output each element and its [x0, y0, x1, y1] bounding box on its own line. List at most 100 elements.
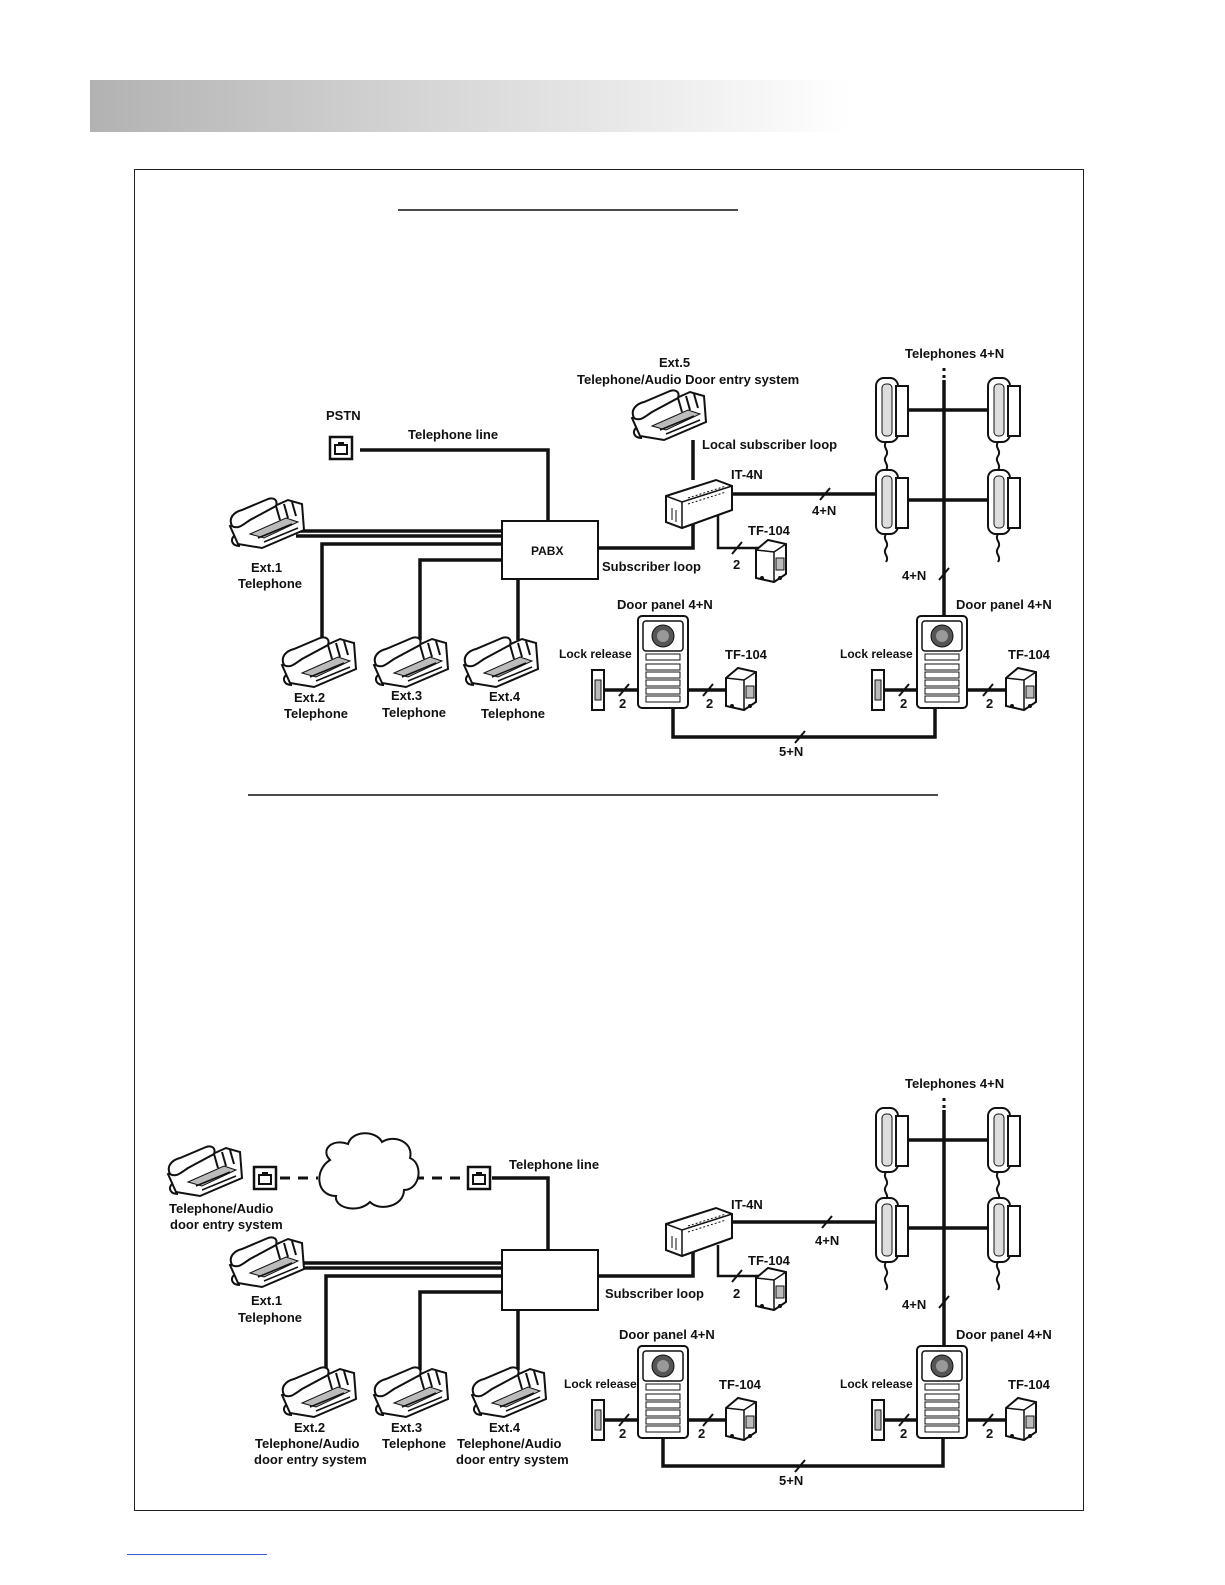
ext3-label: Ext.3	[391, 1420, 422, 1435]
diagram-1: Telephones 4+N Ext.5 Telephone/Audio Doo…	[229, 209, 1052, 796]
ext2-label: Ext.2	[294, 690, 325, 705]
door-panel-left-label: Door panel 4+N	[619, 1327, 715, 1342]
ext4-telephone-icon	[471, 1366, 547, 1418]
diagram-2: Telephones 4+N Telephone line Telephone/…	[167, 1076, 1052, 1488]
ext2-telephone-icon	[281, 1366, 357, 1418]
tf104-right-label: TF-104	[1008, 1377, 1051, 1392]
pstn-label: PSTN	[326, 408, 361, 423]
tf104-transformer-icon	[1005, 1397, 1037, 1441]
it4n-label: IT-4N	[731, 467, 763, 482]
wire-count-label: 2	[698, 1426, 705, 1441]
door-panel-left-label: Door panel 4+N	[617, 597, 713, 612]
telephones-label: Telephones 4+N	[905, 1076, 1004, 1091]
wire-count-label: 2	[986, 696, 993, 711]
ext5-label: Ext.5	[659, 355, 690, 370]
tf104-label: TF-104	[748, 1253, 791, 1268]
lock-release-left-label: Lock release	[564, 1377, 637, 1391]
ext1-telephone-icon	[229, 497, 305, 549]
internet-cloud-icon	[318, 1132, 420, 1210]
door-panel-right-label: Door panel 4+N	[956, 597, 1052, 612]
wall-handset-icon	[987, 1107, 1021, 1201]
wire-count-label: 2	[900, 1426, 907, 1441]
wire-count-label: 2	[733, 1286, 740, 1301]
ext1-label: Ext.1	[251, 560, 282, 575]
wall-handset-icon	[987, 1197, 1021, 1291]
pabx-label: PABX	[531, 544, 563, 558]
link-label: 5+N	[779, 744, 803, 759]
it4n-interface-icon	[665, 1207, 733, 1257]
ext5-telephone-icon	[631, 389, 707, 441]
ext4-sub-line-1: Telephone/Audio	[457, 1436, 562, 1451]
ext4-sub-line-2: door entry system	[456, 1452, 569, 1467]
ext3-sub-label: Telephone	[382, 1436, 446, 1451]
telephone-line-label: Telephone line	[408, 427, 498, 442]
wire-count-label: 2	[706, 696, 713, 711]
tf104-left-label: TF-104	[719, 1377, 762, 1392]
wall-handset-icon	[875, 1107, 909, 1201]
wall-handset-icon	[875, 469, 909, 563]
lock-release-icon	[591, 669, 605, 711]
pstn-socket-icon	[328, 435, 354, 461]
ext2-sub-label: Telephone	[284, 706, 348, 721]
wire-count-label: 2	[733, 557, 740, 572]
tf104-transformer-icon	[1005, 667, 1037, 711]
section-header-band	[90, 80, 850, 132]
ext3-telephone-icon	[373, 636, 449, 688]
lock-release-icon	[591, 1399, 605, 1441]
ext1-label: Ext.1	[251, 1293, 282, 1308]
ext1-telephone-icon	[229, 1236, 305, 1288]
link-label: 5+N	[779, 1473, 803, 1488]
riser-label: 4+N	[902, 1297, 926, 1312]
remote-label-line-1: Telephone/Audio	[169, 1201, 274, 1216]
lock-release-right-label: Lock release	[840, 647, 913, 661]
bus-label: 4+N	[815, 1233, 839, 1248]
remote-telephone-icon	[167, 1145, 243, 1197]
ext2-sub-line-2: door entry system	[254, 1452, 367, 1467]
remote-label-line-2: door entry system	[170, 1217, 283, 1232]
ext4-label: Ext.4	[489, 1420, 521, 1435]
door-panel-icon	[637, 615, 689, 709]
wire-count-label: 2	[619, 1426, 626, 1441]
pabx-box	[501, 520, 599, 580]
line-socket-icon	[466, 1165, 492, 1191]
diagram-frame	[134, 169, 1084, 1511]
subscriber-loop-label: Subscriber loop	[602, 559, 701, 574]
lock-release-icon	[871, 669, 885, 711]
door-panel-icon	[916, 1345, 968, 1439]
tf104-transformer-icon	[755, 1267, 787, 1311]
ext2-sub-line-1: Telephone/Audio	[255, 1436, 360, 1451]
lock-release-left-label: Lock release	[559, 647, 632, 661]
wiring-1	[296, 368, 1008, 744]
tf104-transformer-icon	[755, 539, 787, 583]
wiring-2	[280, 1098, 1008, 1473]
pabx-box	[501, 1249, 599, 1311]
wall-handset-icon	[987, 469, 1021, 563]
door-panel-icon	[637, 1345, 689, 1439]
wire-count-label: 2	[900, 696, 907, 711]
door-panel-right-label: Door panel 4+N	[956, 1327, 1052, 1342]
tf104-transformer-icon	[725, 667, 757, 711]
riser-label: 4+N	[902, 568, 926, 583]
wall-handset-icon	[875, 377, 909, 471]
lock-release-right-label: Lock release	[840, 1377, 913, 1391]
ext2-telephone-icon	[281, 636, 357, 688]
door-panel-icon	[916, 615, 968, 709]
ext3-telephone-icon	[373, 1366, 449, 1418]
ext5-sub-label: Telephone/Audio Door entry system	[577, 372, 799, 387]
subscriber-loop-label: Subscriber loop	[605, 1286, 704, 1301]
ext4-label: Ext.4	[489, 689, 521, 704]
ext1-sub-label: Telephone	[238, 1310, 302, 1325]
it4n-label: IT-4N	[731, 1197, 763, 1212]
lock-release-icon	[871, 1399, 885, 1441]
footer-link-underline	[127, 1554, 267, 1555]
ext3-sub-label: Telephone	[382, 705, 446, 720]
ext2-label: Ext.2	[294, 1420, 325, 1435]
telephones-label: Telephones 4+N	[905, 346, 1004, 361]
tf104-transformer-icon	[725, 1397, 757, 1441]
ext3-label: Ext.3	[391, 688, 422, 703]
remote-socket-icon	[252, 1165, 278, 1191]
telephone-line-label: Telephone line	[509, 1157, 599, 1172]
wall-handset-icon	[987, 377, 1021, 471]
wire-count-label: 2	[986, 1426, 993, 1441]
